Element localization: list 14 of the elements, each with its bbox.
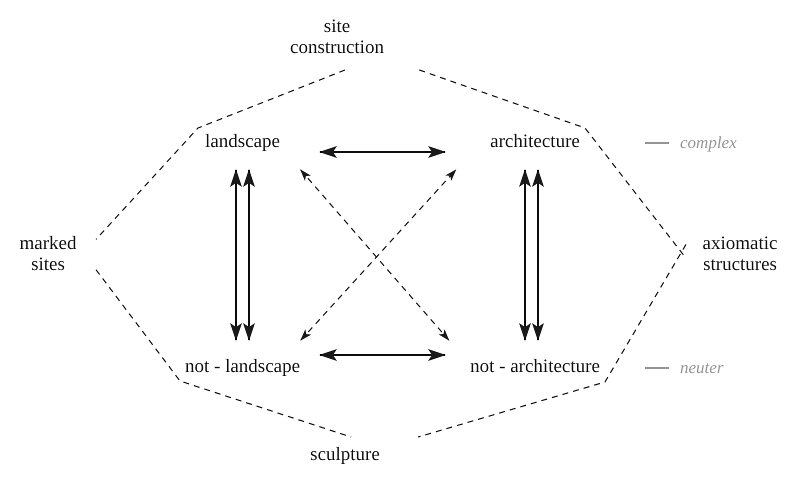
- dashed-line: [96, 69, 346, 240]
- concept-label: landscape: [205, 132, 280, 153]
- concept-label: not - landscape: [184, 357, 300, 378]
- level-label: complex: [680, 134, 737, 151]
- double-headed-arrow: [243, 169, 255, 341]
- double-headed-arrow: [319, 146, 446, 158]
- double-headed-arrow: [230, 169, 242, 341]
- double-headed-arrow: [532, 169, 544, 341]
- level-label: neuter: [680, 359, 724, 376]
- double-headed-arrow: [319, 349, 446, 361]
- double-headed-arrow: [519, 169, 531, 341]
- dashed-line: [418, 244, 687, 438]
- dashed-line: [96, 269, 352, 438]
- concept-label: sculpture: [310, 444, 380, 466]
